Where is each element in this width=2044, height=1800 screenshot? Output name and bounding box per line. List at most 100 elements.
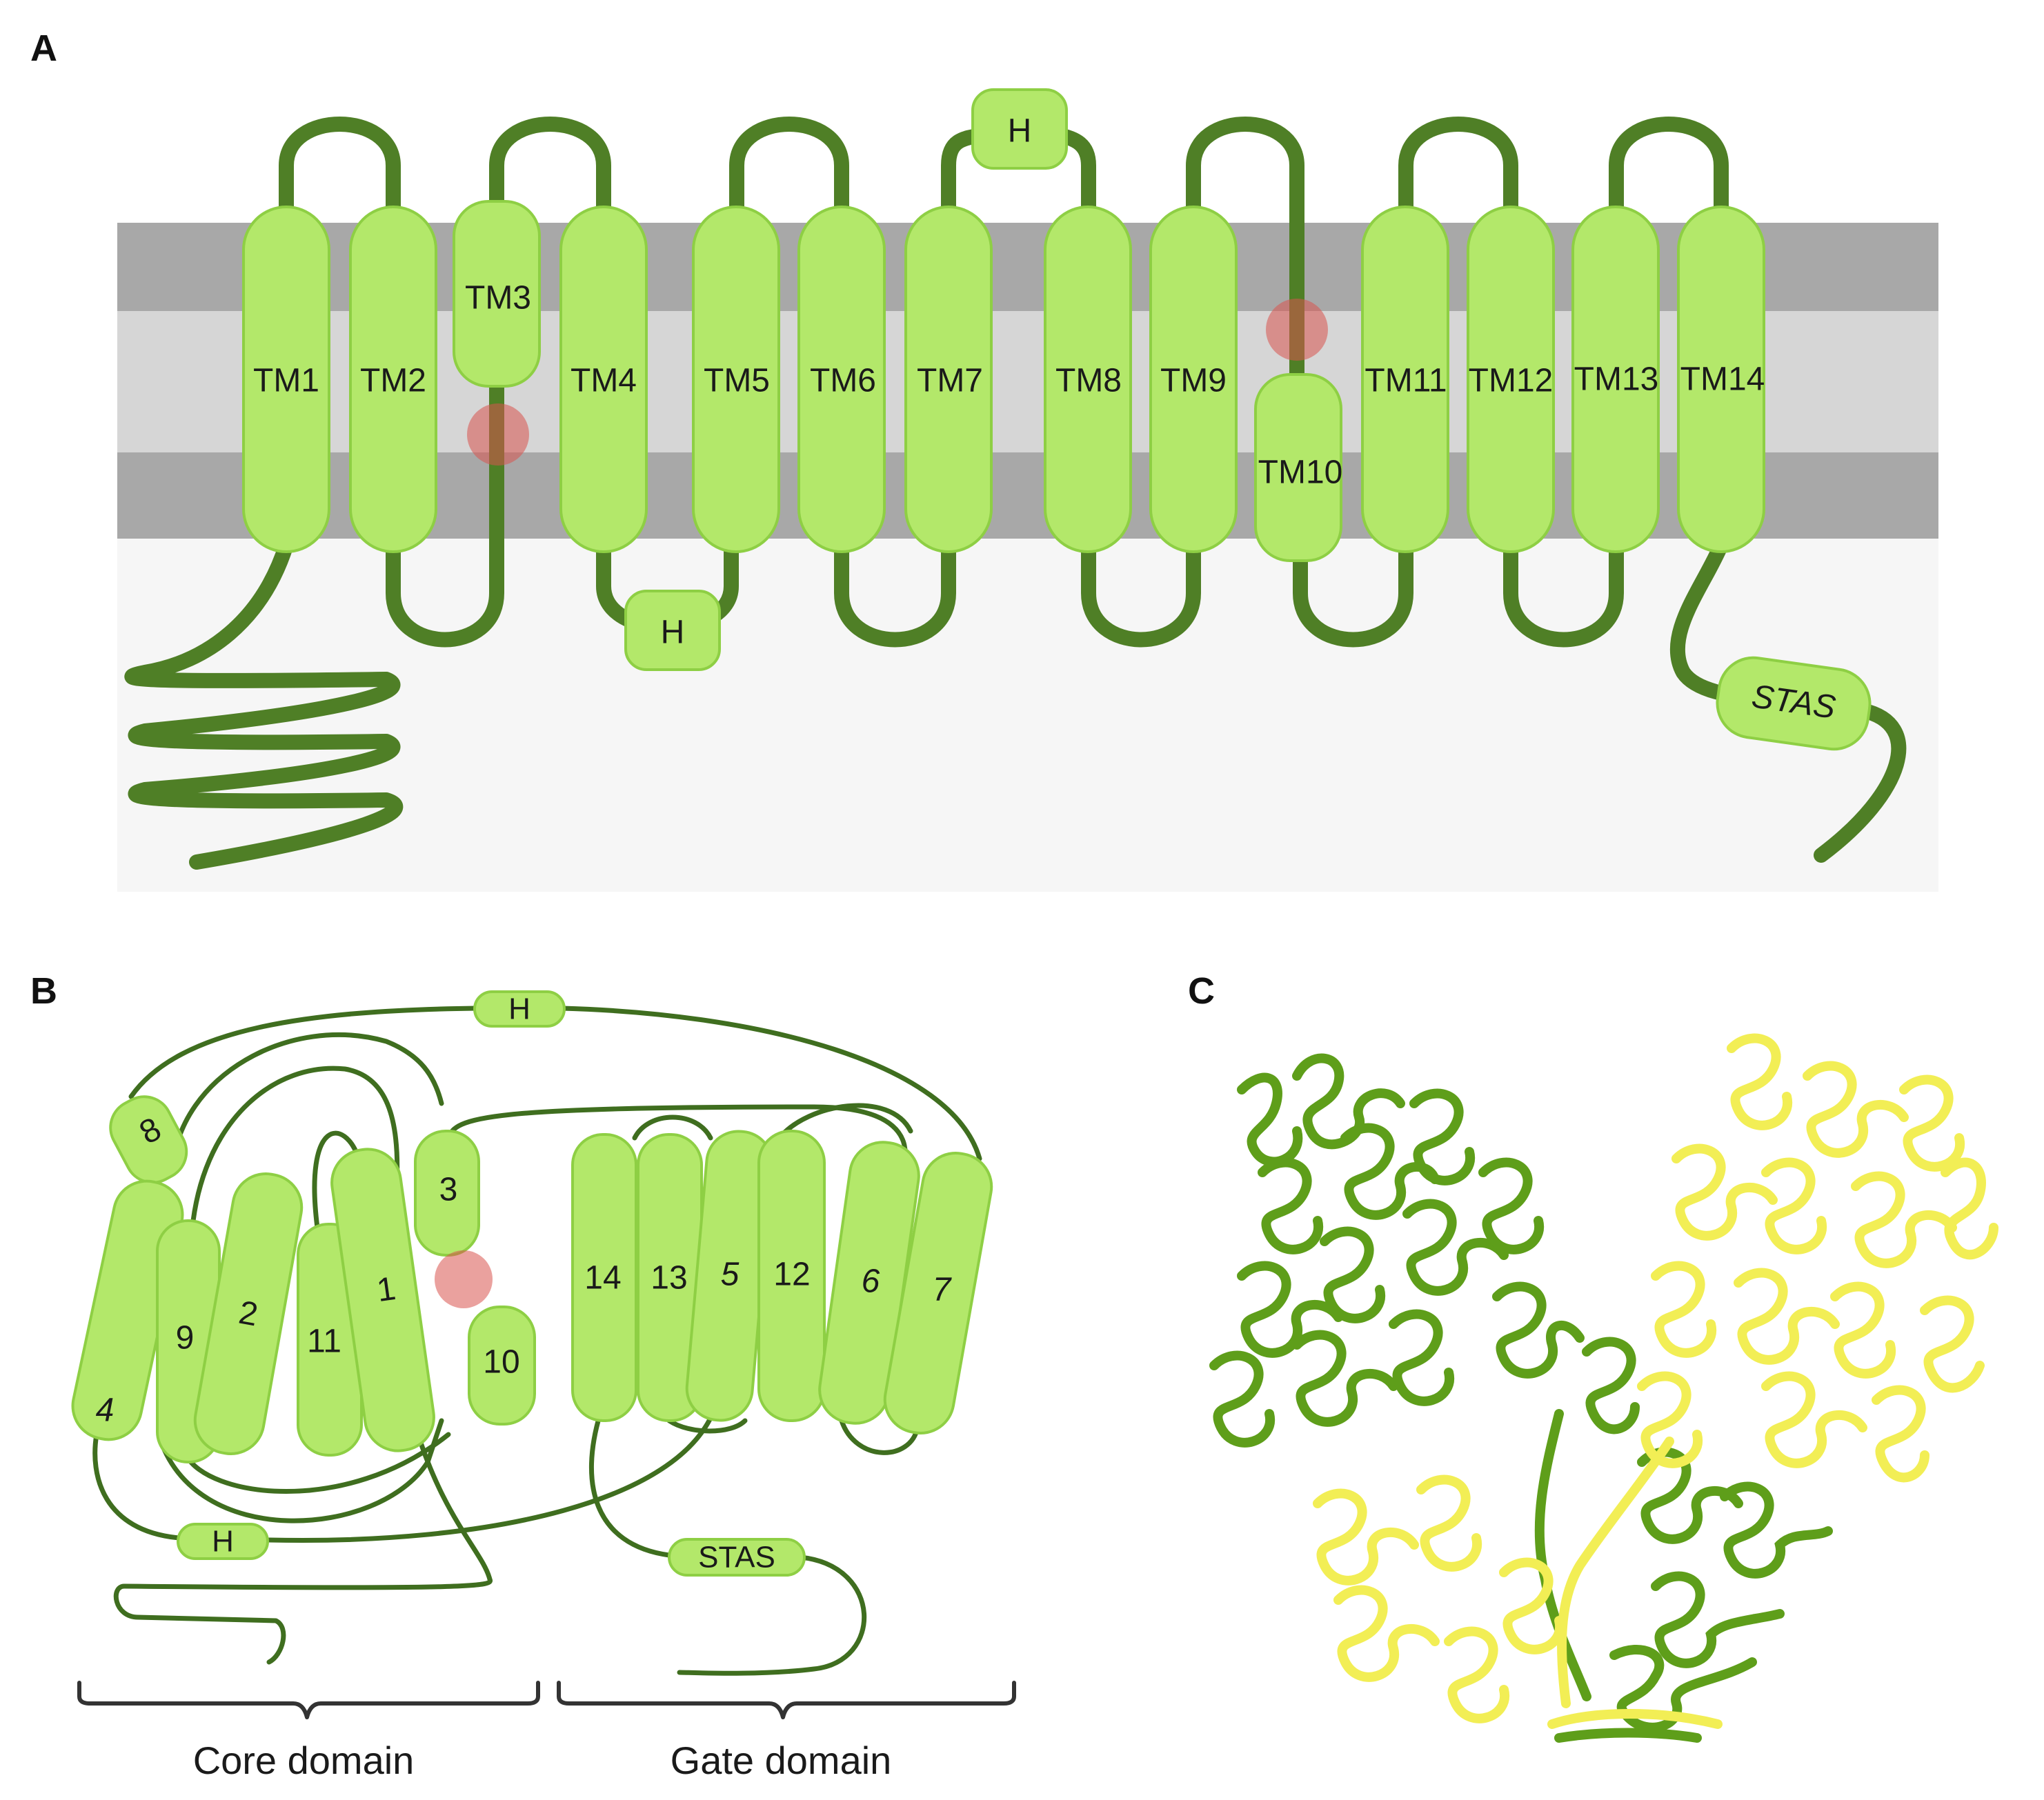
loop-tm5-tm6 [729, 117, 849, 228]
helix-3 [414, 1130, 480, 1257]
tm3-label: TM3 [465, 280, 531, 317]
stas-label-b: STAS [698, 1541, 775, 1574]
panel-b: B [30, 970, 1016, 1782]
extracellular-h-helix [971, 88, 1068, 170]
core-domain-label: Core domain [193, 1739, 415, 1782]
tm13-helix [1571, 206, 1660, 553]
stas-domain [1716, 656, 1872, 751]
loop-bottom-core [156, 1418, 451, 1523]
tm9-helix [1149, 206, 1238, 553]
tm14-helix [1677, 206, 1765, 553]
tm14-label: TM14 [1680, 361, 1765, 398]
loop-gate-bottom-2 [666, 1418, 920, 1455]
loop-bottom-h [92, 1397, 720, 1543]
tm3-helix [453, 200, 541, 388]
helix-7-label: 7 [933, 1272, 953, 1308]
tm8-helix [1044, 206, 1132, 553]
helix-14 [571, 1133, 637, 1422]
helix-10-label: 10 [483, 1344, 519, 1381]
panel-a-loops [124, 117, 1907, 870]
helix-8 [109, 1095, 188, 1184]
panel-a-letter: A [30, 28, 57, 69]
tm10-label: TM10 [1258, 454, 1343, 491]
helix-14-label: 14 [584, 1260, 621, 1297]
loop-outer-1 [170, 1032, 444, 1172]
panel-b-loops [92, 1006, 982, 1676]
helix-6-label: 6 [862, 1263, 880, 1300]
loop-gate-top [632, 1103, 913, 1141]
intracellular-h-label: H [661, 614, 685, 651]
loop-top-h [128, 1006, 982, 1161]
binding-site-b [435, 1250, 493, 1308]
stas-box [668, 1538, 806, 1577]
tm6-helix [797, 206, 886, 553]
tm8-label: TM8 [1055, 363, 1122, 399]
helix-1 [330, 1148, 435, 1452]
core-domain-brace [77, 1681, 540, 1719]
tm7-helix [904, 206, 993, 553]
loop-tm8-tm9 [1081, 537, 1201, 648]
helix-3-label: 3 [439, 1172, 458, 1208]
helix-12 [757, 1130, 826, 1422]
tm2-helix [349, 206, 437, 553]
loop-tm3-tm4 [489, 117, 611, 228]
helix-h-top-label: H [508, 992, 530, 1026]
helix-h-bottom [177, 1523, 269, 1560]
loop-tm12-tm13 [1503, 537, 1624, 648]
helix-7 [883, 1152, 993, 1434]
helix-5-label: 5 [721, 1257, 740, 1293]
loop-tm11-tm12 [1398, 117, 1518, 228]
loop-to-tail [113, 1418, 493, 1665]
helix-9-label: 9 [176, 1320, 195, 1357]
panel-a: A [30, 28, 1938, 892]
tm10-helix [1254, 373, 1342, 562]
tm5-label: TM5 [704, 363, 770, 399]
helix-11-label: 11 [307, 1323, 341, 1360]
tm4-label: TM4 [570, 363, 637, 399]
loop-tm10-tm11 [1293, 537, 1413, 648]
helix-4-label: 4 [96, 1392, 115, 1429]
tm6-label: TM6 [810, 363, 876, 399]
helix-12-label: 12 [773, 1257, 810, 1293]
tm1-label: TM1 [253, 363, 319, 399]
binding-site-tm10 [1266, 299, 1328, 361]
n-terminus-coil [124, 537, 404, 870]
panel-b-letter: B [30, 970, 57, 1012]
loop-3-top [446, 1104, 908, 1168]
tm4-helix [559, 206, 648, 553]
loop-tm9-tm10 [1186, 117, 1304, 394]
loop-tm6-tm7 [834, 537, 956, 648]
panel-c-letter: C [1188, 970, 1215, 1012]
tm5-helix [692, 206, 780, 553]
intracellular-h-helix [624, 590, 721, 671]
helix-2 [193, 1172, 304, 1455]
helix-h-bottom-label: H [212, 1525, 234, 1559]
tm11-helix [1361, 206, 1449, 553]
panel-a-helices [242, 88, 1872, 751]
loop-outer-2 [190, 1066, 400, 1223]
protomer-yellow [1313, 1033, 1998, 1729]
helix-13-label: 13 [651, 1260, 687, 1297]
helix-10 [468, 1306, 536, 1426]
binding-site-tm3 [467, 403, 529, 466]
tm12-label: TM12 [1469, 363, 1554, 399]
loop-gate-bottom [588, 1411, 866, 1676]
loop-tm13-tm14 [1609, 117, 1729, 228]
loop-tm2-tm3 [386, 379, 504, 648]
tm12-helix [1467, 206, 1555, 553]
helix-h-top [473, 990, 566, 1028]
panel-a-labels: TM1 TM2 TM3 TM4 TM5 TM6 TM7 TM8 TM9 TM10… [253, 113, 1838, 726]
protomer-green [1209, 1053, 1833, 1743]
gate-domain-brace [557, 1681, 1016, 1719]
tm11-label: TM11 [1365, 363, 1447, 399]
panel-c: C [1188, 970, 1998, 1743]
loop-inner [312, 1130, 361, 1230]
loop-tm1-tm2 [279, 117, 401, 228]
tm9-label: TM9 [1160, 363, 1227, 399]
tm13-label: TM13 [1574, 361, 1659, 398]
tm7-label: TM7 [917, 363, 983, 399]
tm2-label: TM2 [360, 363, 426, 399]
panel-b-helices [71, 990, 993, 1577]
gate-domain-label: Gate domain [671, 1739, 892, 1782]
